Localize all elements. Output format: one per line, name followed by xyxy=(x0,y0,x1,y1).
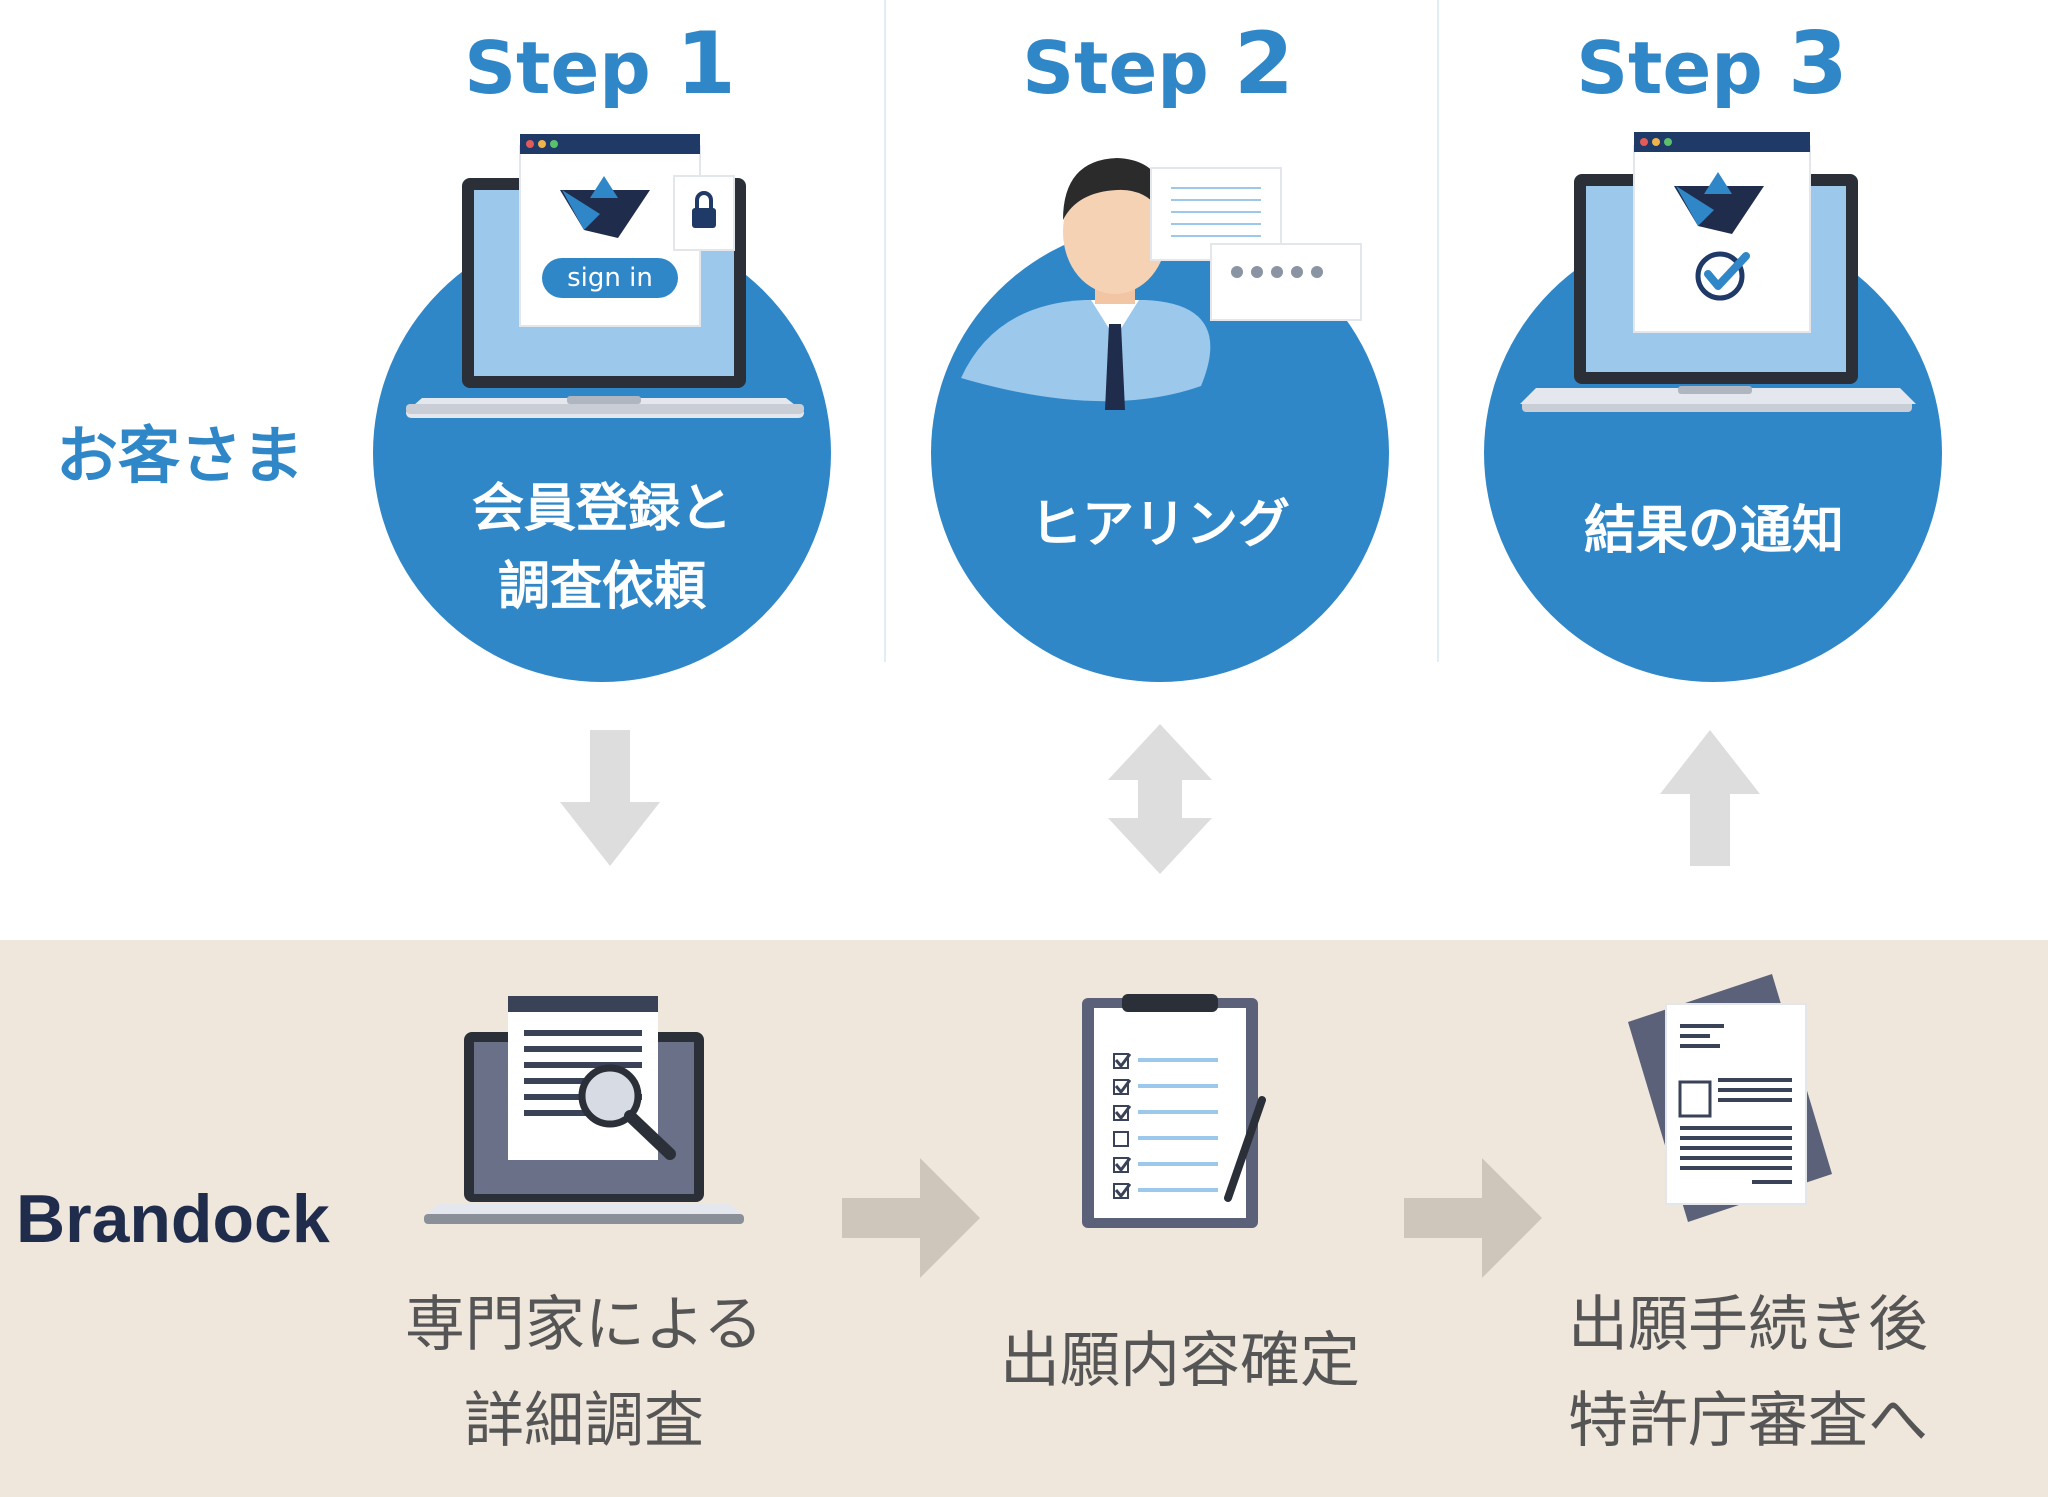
laptop-search-icon xyxy=(424,996,744,1224)
laptop-signin-icon: sign in xyxy=(406,134,804,418)
arrow-right-icon xyxy=(1404,1158,1542,1278)
clipboard-checklist-icon xyxy=(1082,994,1266,1228)
step-2-label: ヒアリング xyxy=(1029,495,1290,555)
signin-button-text: sign in xyxy=(567,263,653,293)
bottom-step-1-label: 専門家による 詳細調査 xyxy=(404,1290,764,1456)
arrow-bidirectional-icon xyxy=(1108,724,1212,874)
brand-label: Brandock xyxy=(16,1181,330,1257)
laptop-check-icon xyxy=(1520,132,1916,412)
step-2-title: Step 2 xyxy=(1022,14,1294,114)
customer-label: お客さま xyxy=(56,419,305,492)
arrow-down-icon xyxy=(560,730,660,866)
bottom-step-2-label: 出願内容確定 xyxy=(1000,1326,1360,1396)
document-stack-icon xyxy=(1628,974,1832,1222)
column-divider xyxy=(1437,0,1439,662)
arrow-up-icon xyxy=(1660,730,1760,866)
consultant-chat-icon xyxy=(961,158,1362,410)
bottom-step-3-label: 出願手続き後 特許庁審査へ xyxy=(1568,1290,1928,1456)
step-3-title: Step 3 xyxy=(1576,14,1848,114)
arrow-right-icon xyxy=(842,1158,980,1278)
step-1-title: Step 1 xyxy=(464,14,736,114)
step-1-label: 会員登録と 調査依頼 xyxy=(471,479,732,617)
column-divider xyxy=(884,0,886,662)
step-3-label: 結果の通知 xyxy=(1583,501,1844,561)
